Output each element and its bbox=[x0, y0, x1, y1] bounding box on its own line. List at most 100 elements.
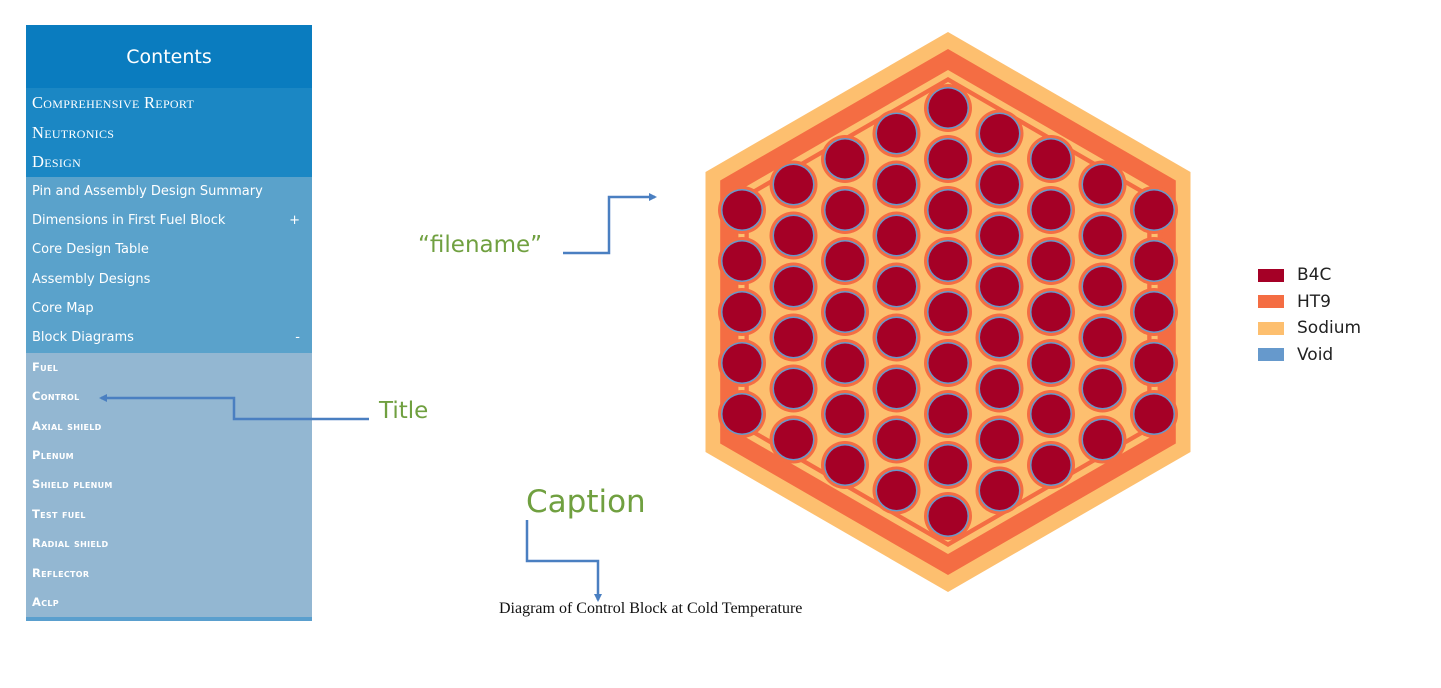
pin-absorber bbox=[1031, 445, 1071, 485]
legend-label: HT9 bbox=[1297, 291, 1331, 312]
pin-absorber bbox=[1031, 190, 1071, 230]
pin-absorber bbox=[774, 267, 813, 306]
diagram-caption: Diagram of Control Block at Cold Tempera… bbox=[499, 600, 803, 617]
nav-core-design-table[interactable]: Core Design Table bbox=[26, 235, 312, 265]
pin-lattice bbox=[718, 84, 1178, 540]
pin-absorber bbox=[980, 114, 1019, 153]
legend-label: Void bbox=[1297, 344, 1334, 365]
nav-fuel[interactable]: Fuel bbox=[32, 359, 59, 374]
pin-absorber bbox=[928, 445, 968, 485]
nav-plenum[interactable]: Plenum bbox=[32, 448, 74, 463]
pin-absorber bbox=[1031, 343, 1071, 383]
pin-absorber bbox=[1134, 190, 1174, 230]
pin-absorber bbox=[877, 318, 916, 357]
pin-absorber bbox=[1031, 292, 1071, 332]
pin-absorber bbox=[722, 190, 762, 230]
pin-absorber bbox=[722, 394, 762, 434]
pin-absorber bbox=[1134, 241, 1174, 281]
pin-absorber bbox=[928, 292, 968, 332]
nav-pin-assembly-summary[interactable]: Pin and Assembly Design Summary bbox=[26, 176, 312, 206]
nav-aclp[interactable]: Aclp bbox=[32, 594, 59, 609]
pin-absorber bbox=[980, 267, 1019, 306]
legend-label: Sodium bbox=[1297, 318, 1362, 339]
contents-sidebar: Contents Comprehensive Report Neutronics… bbox=[26, 25, 312, 621]
pin-absorber bbox=[722, 343, 762, 383]
legend-swatch bbox=[1258, 321, 1284, 335]
pin-absorber bbox=[774, 216, 813, 255]
pin-absorber bbox=[928, 88, 968, 128]
pin-absorber bbox=[722, 292, 762, 332]
pin-absorber bbox=[928, 496, 968, 536]
nav-label: Core Design Table bbox=[32, 242, 149, 258]
filename-annotation: “filename” bbox=[418, 232, 543, 258]
pin-absorber bbox=[825, 343, 865, 383]
pin-absorber bbox=[1083, 216, 1122, 255]
pin-absorber bbox=[928, 394, 968, 434]
pin-absorber bbox=[722, 241, 762, 281]
pin-absorber bbox=[825, 445, 865, 485]
nav-assembly-designs[interactable]: Assembly Designs bbox=[26, 264, 312, 295]
sidebar-title: Contents bbox=[26, 25, 312, 88]
pin-absorber bbox=[825, 139, 865, 179]
pin-absorber bbox=[877, 420, 916, 459]
caption-arrow bbox=[525, 520, 602, 602]
pin-absorber bbox=[774, 369, 813, 408]
pin-absorber bbox=[774, 165, 813, 204]
pin-absorber bbox=[825, 292, 865, 332]
nav-test-fuel[interactable]: Test fuel bbox=[32, 506, 86, 521]
pin-absorber bbox=[980, 165, 1019, 204]
nav-label: Assembly Designs bbox=[32, 271, 151, 287]
material-legend: B4C HT9 Sodium Void bbox=[1258, 262, 1361, 368]
pin-absorber bbox=[774, 420, 813, 459]
pin-absorber bbox=[877, 114, 916, 153]
pin-absorber bbox=[877, 216, 916, 255]
pin-absorber bbox=[877, 369, 916, 408]
pin-absorber bbox=[877, 165, 916, 204]
nav-radial-shield[interactable]: Radial shield bbox=[32, 536, 109, 551]
pin-absorber bbox=[825, 190, 865, 230]
pin-absorber bbox=[1134, 292, 1174, 332]
pin-absorber bbox=[1134, 343, 1174, 383]
legend-swatch bbox=[1258, 348, 1284, 362]
pin-absorber bbox=[825, 241, 865, 281]
pin-absorber bbox=[1031, 394, 1071, 434]
pin-absorber bbox=[825, 394, 865, 434]
nav-block-diagrams[interactable]: Block Diagrams - bbox=[26, 323, 312, 353]
pin-absorber bbox=[980, 216, 1019, 255]
filename-arrow bbox=[563, 193, 657, 255]
control-block-diagram bbox=[705, 32, 1191, 592]
nav-reflector[interactable]: Reflector bbox=[32, 565, 90, 580]
pin-absorber bbox=[928, 190, 968, 230]
pin-absorber bbox=[877, 267, 916, 306]
nav-dimensions-first-fuel-block[interactable]: Dimensions in First Fuel Block + bbox=[26, 205, 312, 236]
nav-neutronics[interactable]: Neutronics bbox=[26, 117, 312, 147]
nav-label: Pin and Assembly Design Summary bbox=[32, 183, 263, 199]
legend-swatch bbox=[1258, 268, 1284, 282]
nav-axial-shield[interactable]: Axial shield bbox=[32, 418, 102, 433]
pin-absorber bbox=[1083, 165, 1122, 204]
nav-shield-plenum[interactable]: Shield plenum bbox=[32, 477, 113, 492]
pin-absorber bbox=[1134, 394, 1174, 434]
expand-toggle-icon[interactable]: + bbox=[289, 212, 300, 228]
pin-absorber bbox=[1083, 369, 1122, 408]
pin-absorber bbox=[980, 369, 1019, 408]
nav-control[interactable]: Control bbox=[32, 389, 80, 404]
nav-label: Dimensions in First Fuel Block bbox=[32, 212, 226, 228]
legend-swatch bbox=[1258, 295, 1284, 309]
nav-comprehensive-report[interactable]: Comprehensive Report bbox=[26, 88, 312, 118]
sidebar-footer-bar bbox=[26, 617, 312, 621]
title-annotation: Title bbox=[379, 398, 429, 424]
title-arrow bbox=[99, 394, 369, 421]
legend-label: B4C bbox=[1297, 265, 1332, 286]
collapse-toggle-icon[interactable]: - bbox=[295, 330, 300, 346]
pin-absorber bbox=[1083, 420, 1122, 459]
pin-absorber bbox=[980, 318, 1019, 357]
pin-absorber bbox=[1083, 267, 1122, 306]
legend-item: Void bbox=[1258, 342, 1361, 369]
pin-absorber bbox=[928, 241, 968, 281]
pin-absorber bbox=[1031, 241, 1071, 281]
pin-absorber bbox=[928, 139, 968, 179]
nav-core-map[interactable]: Core Map bbox=[26, 294, 312, 324]
legend-item: HT9 bbox=[1258, 289, 1361, 316]
nav-design[interactable]: Design bbox=[26, 147, 312, 177]
